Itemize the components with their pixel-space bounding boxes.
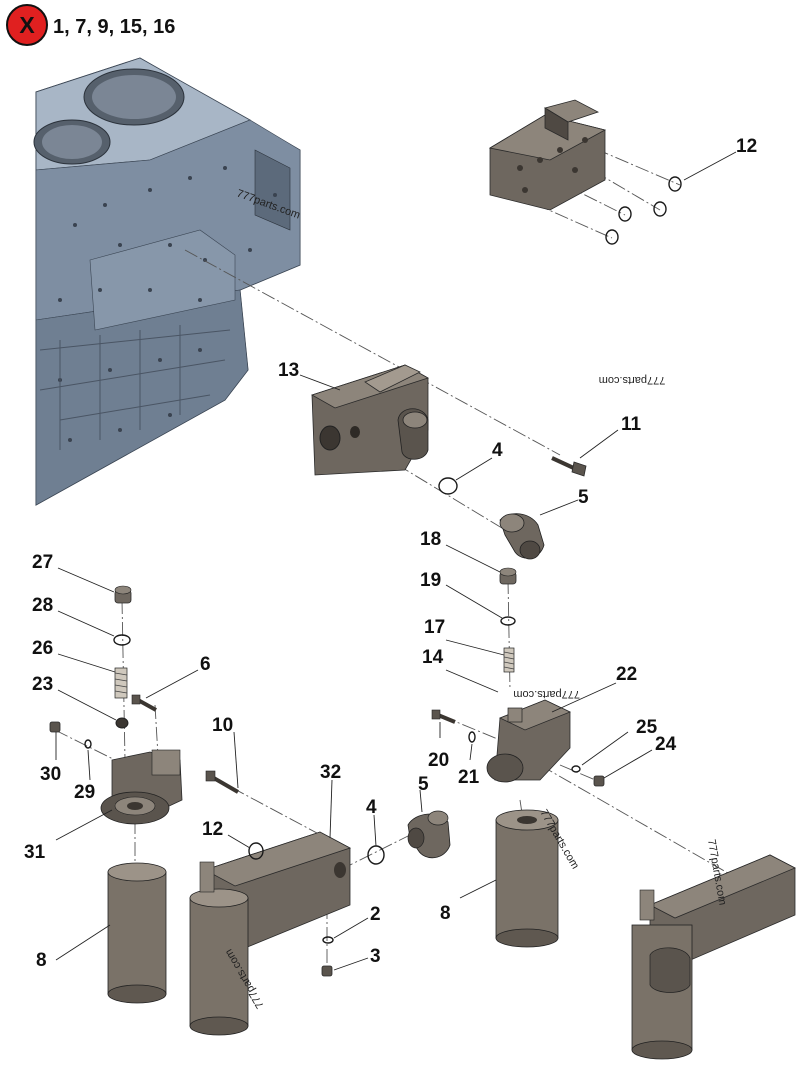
callout-23: 23 bbox=[32, 674, 53, 695]
callout-29: 29 bbox=[74, 782, 95, 803]
excluded-items-list: 1, 7, 9, 15, 16 bbox=[53, 16, 175, 38]
callout-31: 31 bbox=[24, 842, 46, 863]
part-11-bolt bbox=[551, 456, 587, 477]
callout-25: 25 bbox=[636, 717, 658, 738]
part-6-bolt bbox=[131, 694, 157, 712]
part-23-valve bbox=[115, 717, 129, 729]
part-5-elbow-lower bbox=[407, 810, 451, 859]
callout-8-left: 8 bbox=[36, 950, 47, 971]
part-8-filter-left bbox=[107, 862, 167, 1004]
part-8-filter-right bbox=[495, 809, 559, 948]
part-13-adapter-housing bbox=[311, 364, 429, 476]
part-30-plug bbox=[49, 721, 61, 733]
part-12-o-ring-lower bbox=[248, 842, 264, 860]
part-32-filter-module bbox=[189, 831, 352, 1036]
watermark-2: 777parts.com bbox=[599, 374, 666, 386]
part-5-elbow-upper bbox=[499, 513, 545, 560]
part-10-bolt bbox=[205, 770, 239, 794]
callout-28: 28 bbox=[32, 595, 53, 616]
assembled-filter-module-right bbox=[631, 854, 796, 1060]
part-31-filter-head bbox=[100, 749, 183, 825]
part-2-o-ring bbox=[322, 936, 334, 944]
callout-2: 2 bbox=[370, 904, 381, 925]
callout-5: 5 bbox=[578, 487, 589, 508]
part-27-plug bbox=[114, 585, 132, 604]
callout-11: 11 bbox=[621, 414, 642, 435]
part-17-spring bbox=[503, 647, 515, 673]
callout-5-lower: 5 bbox=[418, 774, 429, 795]
callout-17: 17 bbox=[424, 617, 445, 638]
part-24-plug bbox=[593, 775, 605, 787]
excluded-x-icon bbox=[6, 4, 48, 46]
callout-numbers: 12 13 11 4 5 18 19 17 14 22 25 24 20 21 … bbox=[24, 136, 757, 971]
part-19-o-ring bbox=[500, 616, 516, 626]
callout-30: 30 bbox=[40, 764, 61, 785]
callout-20: 20 bbox=[428, 750, 449, 771]
callout-3: 3 bbox=[370, 946, 381, 967]
part-3-plug bbox=[321, 965, 333, 977]
watermark-3: 777parts.com bbox=[513, 688, 580, 700]
callout-19: 19 bbox=[420, 570, 441, 591]
callout-10: 10 bbox=[212, 715, 233, 736]
engine-block bbox=[33, 57, 301, 506]
callout-32: 32 bbox=[320, 762, 341, 783]
callout-14: 14 bbox=[422, 647, 444, 668]
callout-4: 4 bbox=[492, 440, 503, 461]
part-21-o-ring bbox=[468, 731, 476, 743]
part-12-cover-plate bbox=[488, 99, 607, 211]
part-12-o-rings bbox=[605, 176, 682, 245]
excluded-x-icon-label: X bbox=[19, 12, 35, 38]
part-22-filter-head bbox=[486, 699, 571, 783]
callout-12: 12 bbox=[736, 136, 757, 157]
part-26-spring bbox=[114, 667, 128, 699]
part-29-o-ring bbox=[84, 739, 92, 749]
callout-8-right: 8 bbox=[440, 903, 451, 924]
part-25-o-ring bbox=[571, 765, 581, 773]
callout-6: 6 bbox=[200, 654, 211, 675]
leader-lines bbox=[55, 151, 737, 971]
callout-21: 21 bbox=[458, 767, 480, 788]
part-28-o-ring bbox=[113, 634, 131, 646]
excluded-items-header: X 1, 7, 9, 15, 16 bbox=[6, 4, 175, 46]
callout-13: 13 bbox=[278, 360, 299, 381]
part-20-bolt bbox=[431, 709, 456, 724]
callout-18: 18 bbox=[420, 529, 441, 550]
part-18-plug bbox=[499, 567, 517, 585]
assembly-centerlines bbox=[54, 139, 741, 970]
callout-26: 26 bbox=[32, 638, 53, 659]
callout-27: 27 bbox=[32, 552, 53, 573]
callout-24: 24 bbox=[655, 734, 677, 755]
callout-12-lower: 12 bbox=[202, 819, 223, 840]
callout-4-lower: 4 bbox=[366, 797, 377, 818]
part-4-o-ring-upper bbox=[438, 477, 458, 495]
callout-22: 22 bbox=[616, 664, 637, 685]
